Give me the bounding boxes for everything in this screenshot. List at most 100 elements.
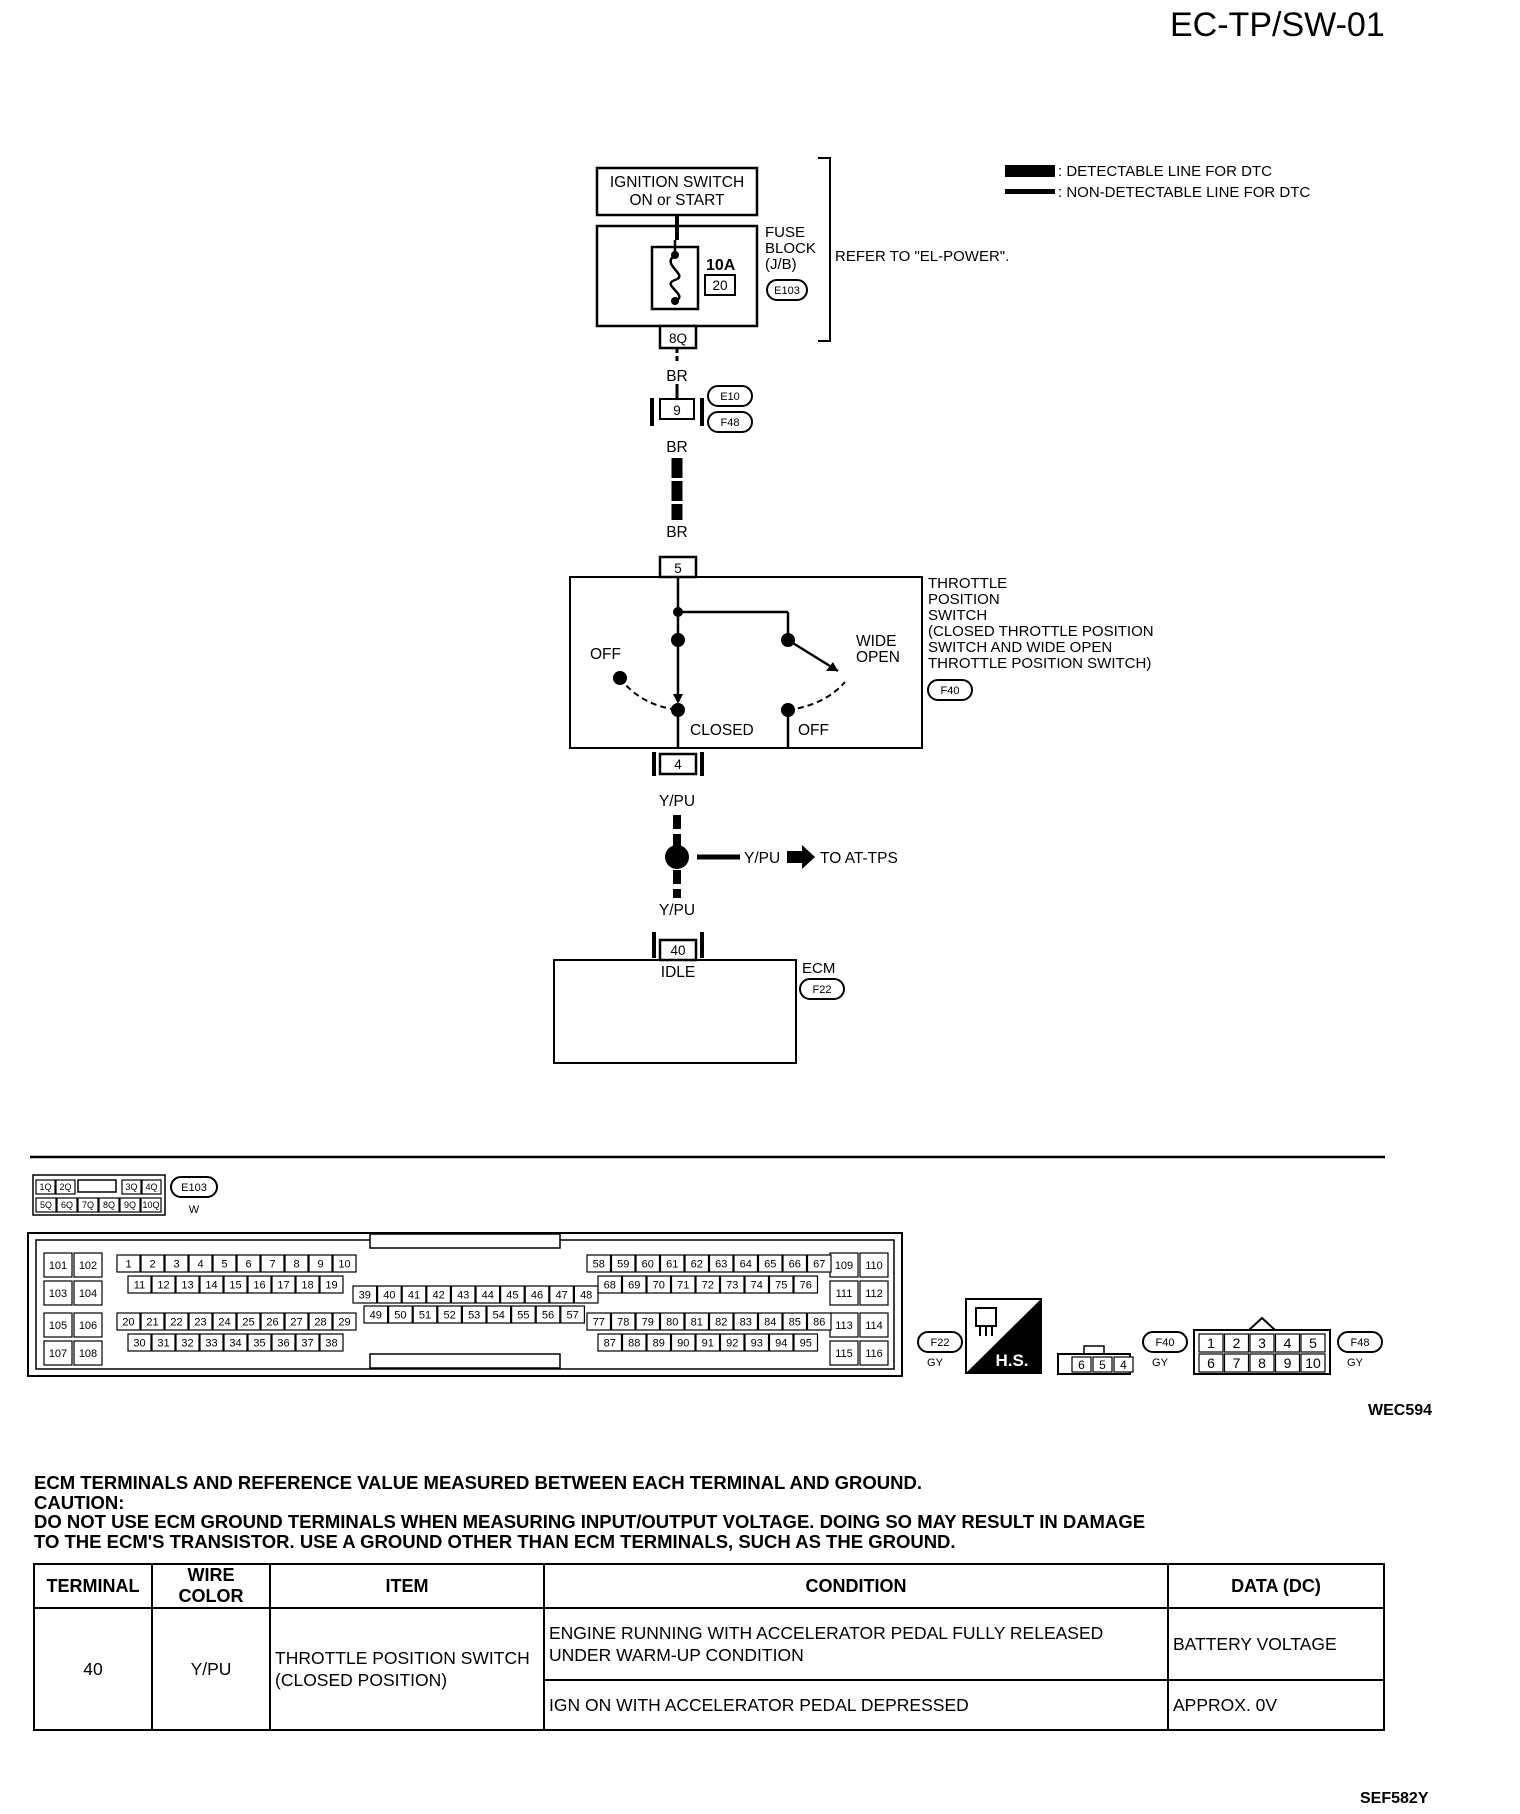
connector-pin-label: 101 xyxy=(49,1260,67,1272)
connector-pin xyxy=(684,1254,710,1273)
connector-pin xyxy=(859,1280,889,1306)
connector-pin-label: 68 xyxy=(604,1279,616,1291)
connector-pin xyxy=(223,1275,248,1294)
connector-pin-label: 12 xyxy=(157,1279,169,1291)
connector-pin-label: 59 xyxy=(617,1258,629,1270)
connector-pin-label: 50 xyxy=(394,1309,406,1321)
tps-label-3: SWITCH xyxy=(928,607,987,624)
connector-pin xyxy=(535,1305,561,1324)
connector-pin-label: 54 xyxy=(493,1309,505,1321)
connector-pin xyxy=(793,1275,819,1294)
legend-detectable: : DETECTABLE LINE FOR DTC xyxy=(1058,163,1272,180)
connector-pin xyxy=(260,1254,285,1273)
f48-color: GY xyxy=(1347,1357,1364,1369)
connector-pin xyxy=(319,1275,344,1294)
connector-pin xyxy=(1071,1356,1092,1373)
wire-br-2: BR xyxy=(666,439,688,456)
cell-condition-2: IGN ON WITH ACCELERATOR PEDAL DEPRESSED xyxy=(543,1679,1169,1731)
connector-pin-label: 76 xyxy=(800,1279,812,1291)
connector-pin-label: 93 xyxy=(751,1337,763,1349)
connector-pin xyxy=(859,1312,889,1338)
connector-pin xyxy=(43,1312,73,1338)
connector-pin xyxy=(140,1254,165,1273)
tps-wide-open-1: WIDE xyxy=(856,633,896,650)
e103-color: W xyxy=(189,1204,200,1216)
connector-pin xyxy=(744,1275,770,1294)
f48-id: F48 xyxy=(1351,1337,1370,1349)
connector-pin xyxy=(116,1312,141,1331)
connector-pin xyxy=(461,1305,487,1324)
diagram-code: WEC594 xyxy=(1368,1402,1432,1419)
connector-pin xyxy=(236,1312,261,1331)
connector-pin-label: 51 xyxy=(419,1309,431,1321)
connector-pin xyxy=(1300,1353,1326,1373)
connector-pin xyxy=(116,1254,141,1273)
figure-code: SEF582Y xyxy=(1360,1790,1429,1807)
fuse-block-name-3: (J/B) xyxy=(765,256,797,273)
connector-pin xyxy=(199,1275,224,1294)
tps-pin-out: 4 xyxy=(674,757,682,772)
connector-pin xyxy=(1223,1353,1250,1373)
connector-pin-label: 71 xyxy=(677,1279,689,1291)
connector-pin xyxy=(401,1285,427,1304)
connector-pin-label: 5 xyxy=(221,1258,227,1270)
header-terminal: TERMINAL xyxy=(33,1563,153,1609)
connector-pin xyxy=(635,1312,661,1331)
cell-data-1: BATTERY VOLTAGE xyxy=(1167,1607,1385,1681)
connector-pin-label: 69 xyxy=(628,1279,640,1291)
fuse-block-name-1: FUSE xyxy=(765,224,805,241)
connector-pin-label: 87 xyxy=(604,1337,616,1349)
connector-pin xyxy=(621,1333,647,1352)
connector-pin xyxy=(43,1340,73,1366)
connector-pin xyxy=(141,1179,162,1195)
connector-pin xyxy=(151,1275,176,1294)
tps-off-left: OFF xyxy=(590,646,621,663)
f40-color: GY xyxy=(1152,1357,1169,1369)
connector-pin-label: 84 xyxy=(764,1316,776,1328)
header-wire-color: WIRE COLOR xyxy=(151,1563,271,1609)
connector-pin xyxy=(426,1285,451,1304)
connector-pin xyxy=(55,1179,76,1195)
connector-pin xyxy=(695,1333,721,1352)
connector-pin xyxy=(164,1254,189,1273)
connector-pin-label: 16 xyxy=(253,1279,265,1291)
connector-pin xyxy=(151,1333,176,1352)
connector-pin xyxy=(308,1312,333,1331)
connector-pin-label: 75 xyxy=(775,1279,787,1291)
fuse-terminal: 8Q xyxy=(669,331,687,346)
connector-pin xyxy=(332,1254,357,1273)
connector-pin-label: 18 xyxy=(301,1279,313,1291)
ecm-reference-notes: ECM TERMINALS AND REFERENCE VALUE MEASUR… xyxy=(34,1473,1384,1551)
connector-pin xyxy=(782,1254,808,1273)
connector-pin xyxy=(670,1333,696,1352)
connector-pin-label: 3 xyxy=(173,1258,179,1270)
connector-pin xyxy=(43,1280,73,1306)
connector-pin xyxy=(586,1254,612,1273)
connector-pin-label: 2 xyxy=(1233,1335,1241,1351)
connector-pin-label: 21 xyxy=(146,1316,158,1328)
connector-pin-label: 47 xyxy=(555,1289,567,1301)
connector-pin-label: 52 xyxy=(443,1309,455,1321)
connector-pin xyxy=(610,1312,636,1331)
ecm-label: ECM xyxy=(802,960,835,977)
connector-pin-label: 85 xyxy=(789,1316,801,1328)
connector-pin xyxy=(212,1312,237,1331)
connector-pin xyxy=(829,1340,859,1366)
connector-pin xyxy=(236,1254,261,1273)
connector-pin-label: 24 xyxy=(218,1316,230,1328)
connector-pin-label: 70 xyxy=(653,1279,665,1291)
fuse-block-connector: E103 xyxy=(774,285,800,297)
connector-pin xyxy=(56,1197,78,1213)
connector-pin-label: 17 xyxy=(277,1279,289,1291)
table-header-row: TERMINAL WIRE COLOR ITEM CONDITION DATA … xyxy=(33,1563,1385,1609)
tps-label-2: POSITION xyxy=(928,591,1000,608)
branch-arrow-icon xyxy=(787,845,815,869)
connector-pin xyxy=(646,1333,672,1352)
connector-pin-label: 3 xyxy=(1258,1335,1266,1351)
connector-pin-label: 39 xyxy=(359,1289,371,1301)
wire-ypu-branch: Y/PU xyxy=(744,850,780,867)
legend: : DETECTABLE LINE FOR DTC : NON-DETECTAB… xyxy=(1005,163,1310,201)
